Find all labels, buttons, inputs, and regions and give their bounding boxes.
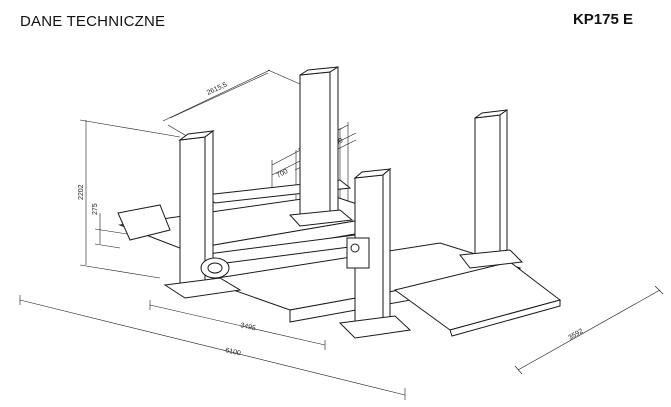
column-bases [163, 209, 524, 339]
dim-height-min: 275 [92, 203, 99, 215]
lift-columns [178, 66, 508, 329]
dim-base: 3495 [240, 322, 257, 332]
model-label: KP175 E [572, 11, 633, 28]
dim-top-span: 2615,5 [206, 81, 228, 96]
motor-unit [200, 257, 230, 279]
control-box [346, 237, 370, 269]
motor-cap [207, 262, 223, 274]
dim-length: 6100 [225, 347, 242, 357]
dim-width: 3592 [568, 328, 585, 342]
section-title: DANE TECHNICZNE [20, 13, 166, 30]
dim-height-total: 2202 [78, 184, 85, 200]
dim-left-700: 700 [276, 168, 290, 180]
control-knob-icon [350, 243, 360, 253]
